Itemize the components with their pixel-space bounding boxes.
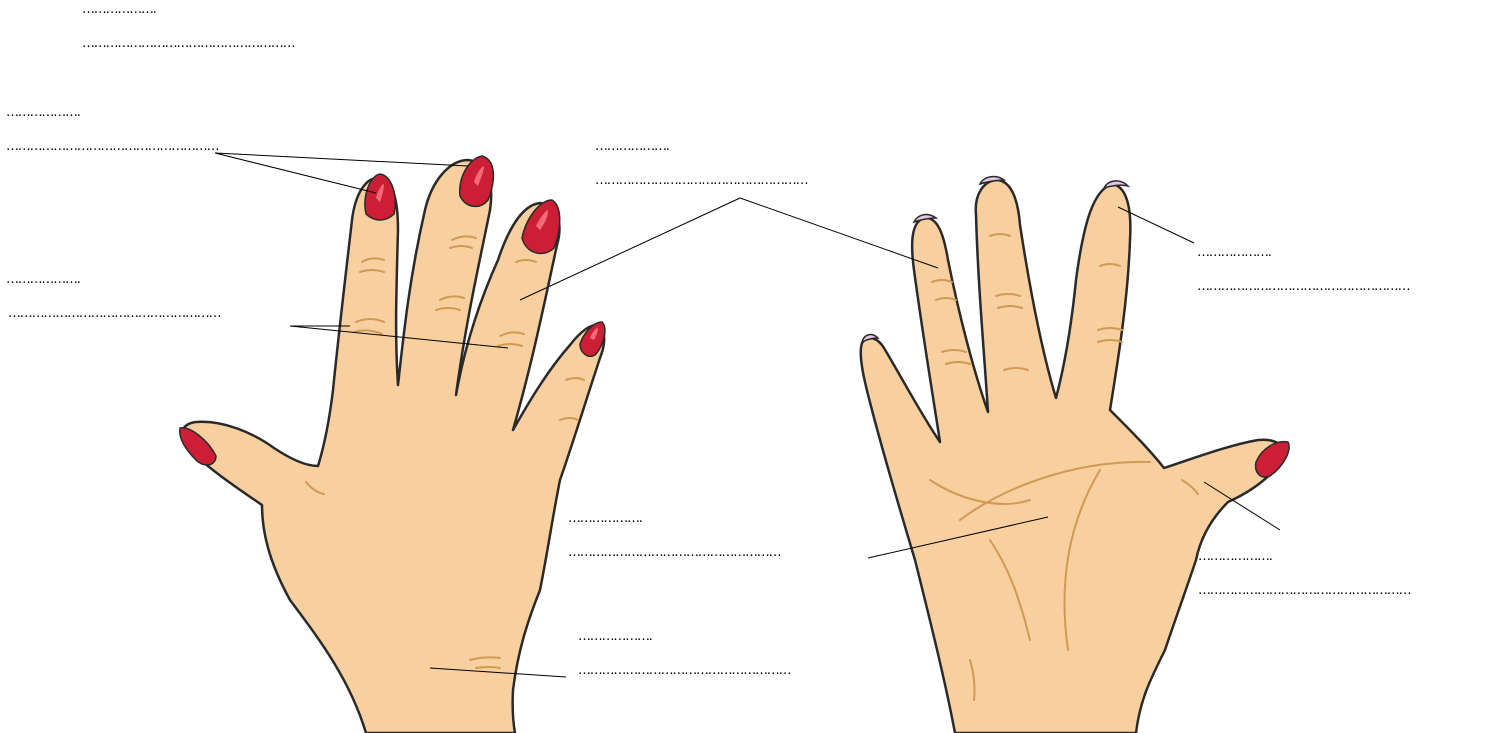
wrist-leader <box>429 667 567 678</box>
back-of-hand-blank-long[interactable]: ……………………………………………… <box>568 546 782 560</box>
fingertip-blank-short[interactable]: ………………. <box>1197 246 1272 260</box>
nail-tip <box>1102 180 1131 190</box>
crease <box>499 331 525 337</box>
crease <box>1099 263 1121 267</box>
nail-tip <box>978 175 1007 186</box>
palm-creases <box>929 233 1199 701</box>
nail-shine <box>590 328 598 340</box>
fingernail <box>1254 440 1290 478</box>
fingernails-blank-short[interactable]: ………………. <box>6 106 81 120</box>
crease <box>997 305 1023 309</box>
crease <box>361 257 385 263</box>
crease <box>497 343 523 347</box>
nail-tip <box>912 213 939 224</box>
fingernails-leader <box>214 152 469 194</box>
palm-line <box>959 460 1151 521</box>
crease <box>359 269 385 273</box>
nail-tip <box>860 333 880 344</box>
back-hand-creases <box>305 235 585 669</box>
crease <box>439 295 465 301</box>
crease <box>941 349 967 353</box>
knuckles-blank-short[interactable]: ………………. <box>6 273 81 287</box>
crease <box>435 307 461 311</box>
fingernails-palm-side <box>860 175 1290 478</box>
fingernail <box>178 427 217 466</box>
back-hand-skin <box>181 158 606 733</box>
crease <box>515 259 537 263</box>
crease <box>1097 327 1123 331</box>
crease <box>305 481 325 495</box>
wrist-blank-long[interactable]: ……………………………………………… <box>578 664 792 678</box>
crease <box>989 233 1011 237</box>
crease <box>1181 479 1199 495</box>
back-of-hand-blank-short[interactable]: ………………. <box>568 512 643 526</box>
finger-blank-short[interactable]: ………………. <box>595 140 670 154</box>
palm-illustration <box>859 175 1290 733</box>
crease <box>995 293 1021 297</box>
finger-blank-long[interactable]: ……………………………………………… <box>595 174 809 188</box>
crease <box>355 318 385 323</box>
red-fingernails <box>178 155 606 466</box>
thumb-blank-long[interactable]: ……………………………………………… <box>1198 584 1412 598</box>
nail-shine <box>536 210 548 230</box>
crease <box>565 377 585 381</box>
crease <box>945 361 971 365</box>
nail-shine <box>376 184 384 202</box>
crease <box>469 656 501 661</box>
crease <box>931 279 953 283</box>
palm-line <box>989 539 1031 641</box>
thumb-blank-short[interactable]: ………………. <box>1198 550 1273 564</box>
thumb-leader <box>1203 481 1281 531</box>
crease <box>1003 367 1029 371</box>
finger-leader <box>519 197 939 301</box>
knuckles-blank-long[interactable]: ……………………………………………… <box>8 307 222 321</box>
fingertip-blank-long[interactable]: ……………………………………………… <box>1197 280 1411 294</box>
palm-line <box>929 479 1031 505</box>
intro-blank-long[interactable]: ……………………………………………… <box>82 37 296 51</box>
knuckles-leader <box>289 325 509 349</box>
crease <box>475 666 501 669</box>
crease <box>559 417 579 421</box>
palm-leader <box>867 516 1049 559</box>
crease <box>449 245 473 249</box>
back-of-hand-illustration <box>178 155 606 733</box>
crease <box>451 235 477 241</box>
leader-lines <box>214 152 1281 678</box>
nail-shine <box>474 166 484 186</box>
crease <box>935 297 957 301</box>
wrist-blank-short[interactable]: ………………. <box>578 630 653 644</box>
fingernails-blank-long[interactable]: ……………………………………………… <box>6 140 220 154</box>
crease <box>353 329 383 335</box>
crease <box>969 659 976 701</box>
intro-blank-short[interactable]: ………………. <box>82 3 157 17</box>
crease <box>1097 339 1123 343</box>
fingertip-leader <box>1117 206 1195 244</box>
palm-line <box>1063 469 1101 651</box>
